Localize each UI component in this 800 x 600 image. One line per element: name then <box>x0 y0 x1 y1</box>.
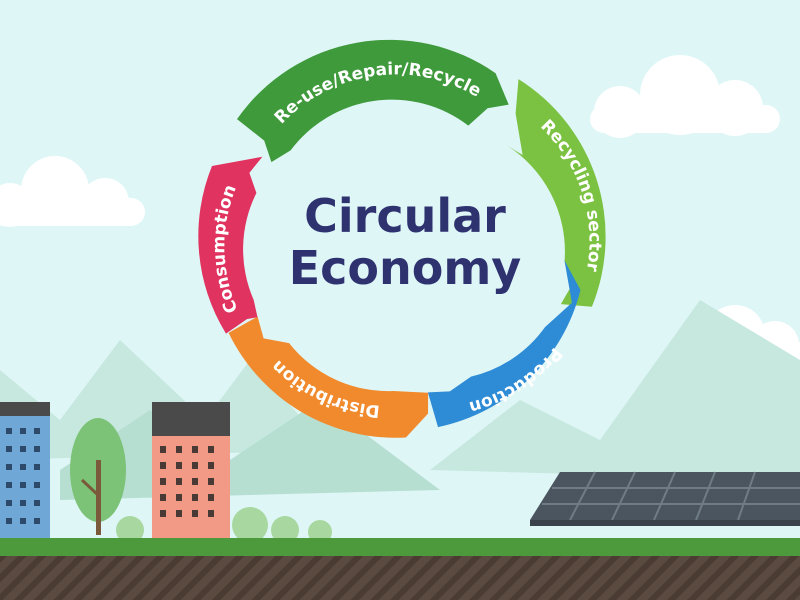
segment-distribution-arrow <box>228 316 429 438</box>
title-line-2: Economy <box>289 241 522 295</box>
segment-consumption-arrow <box>198 156 263 334</box>
bushes <box>116 507 332 544</box>
segment-recycling-arrow <box>503 79 606 307</box>
tree <box>70 418 126 535</box>
title-line-1: Circular <box>304 189 506 243</box>
cloud-top-right <box>590 55 780 138</box>
mountains-right <box>430 300 800 480</box>
building-center <box>152 402 230 541</box>
segment-production-arrow <box>427 260 581 428</box>
building-left <box>0 402 50 541</box>
cloud-left <box>0 156 145 227</box>
segment-reuse-arrow <box>237 39 509 163</box>
solar-panel <box>530 471 800 526</box>
soil-strip <box>0 556 800 600</box>
grass-strip <box>0 538 800 556</box>
